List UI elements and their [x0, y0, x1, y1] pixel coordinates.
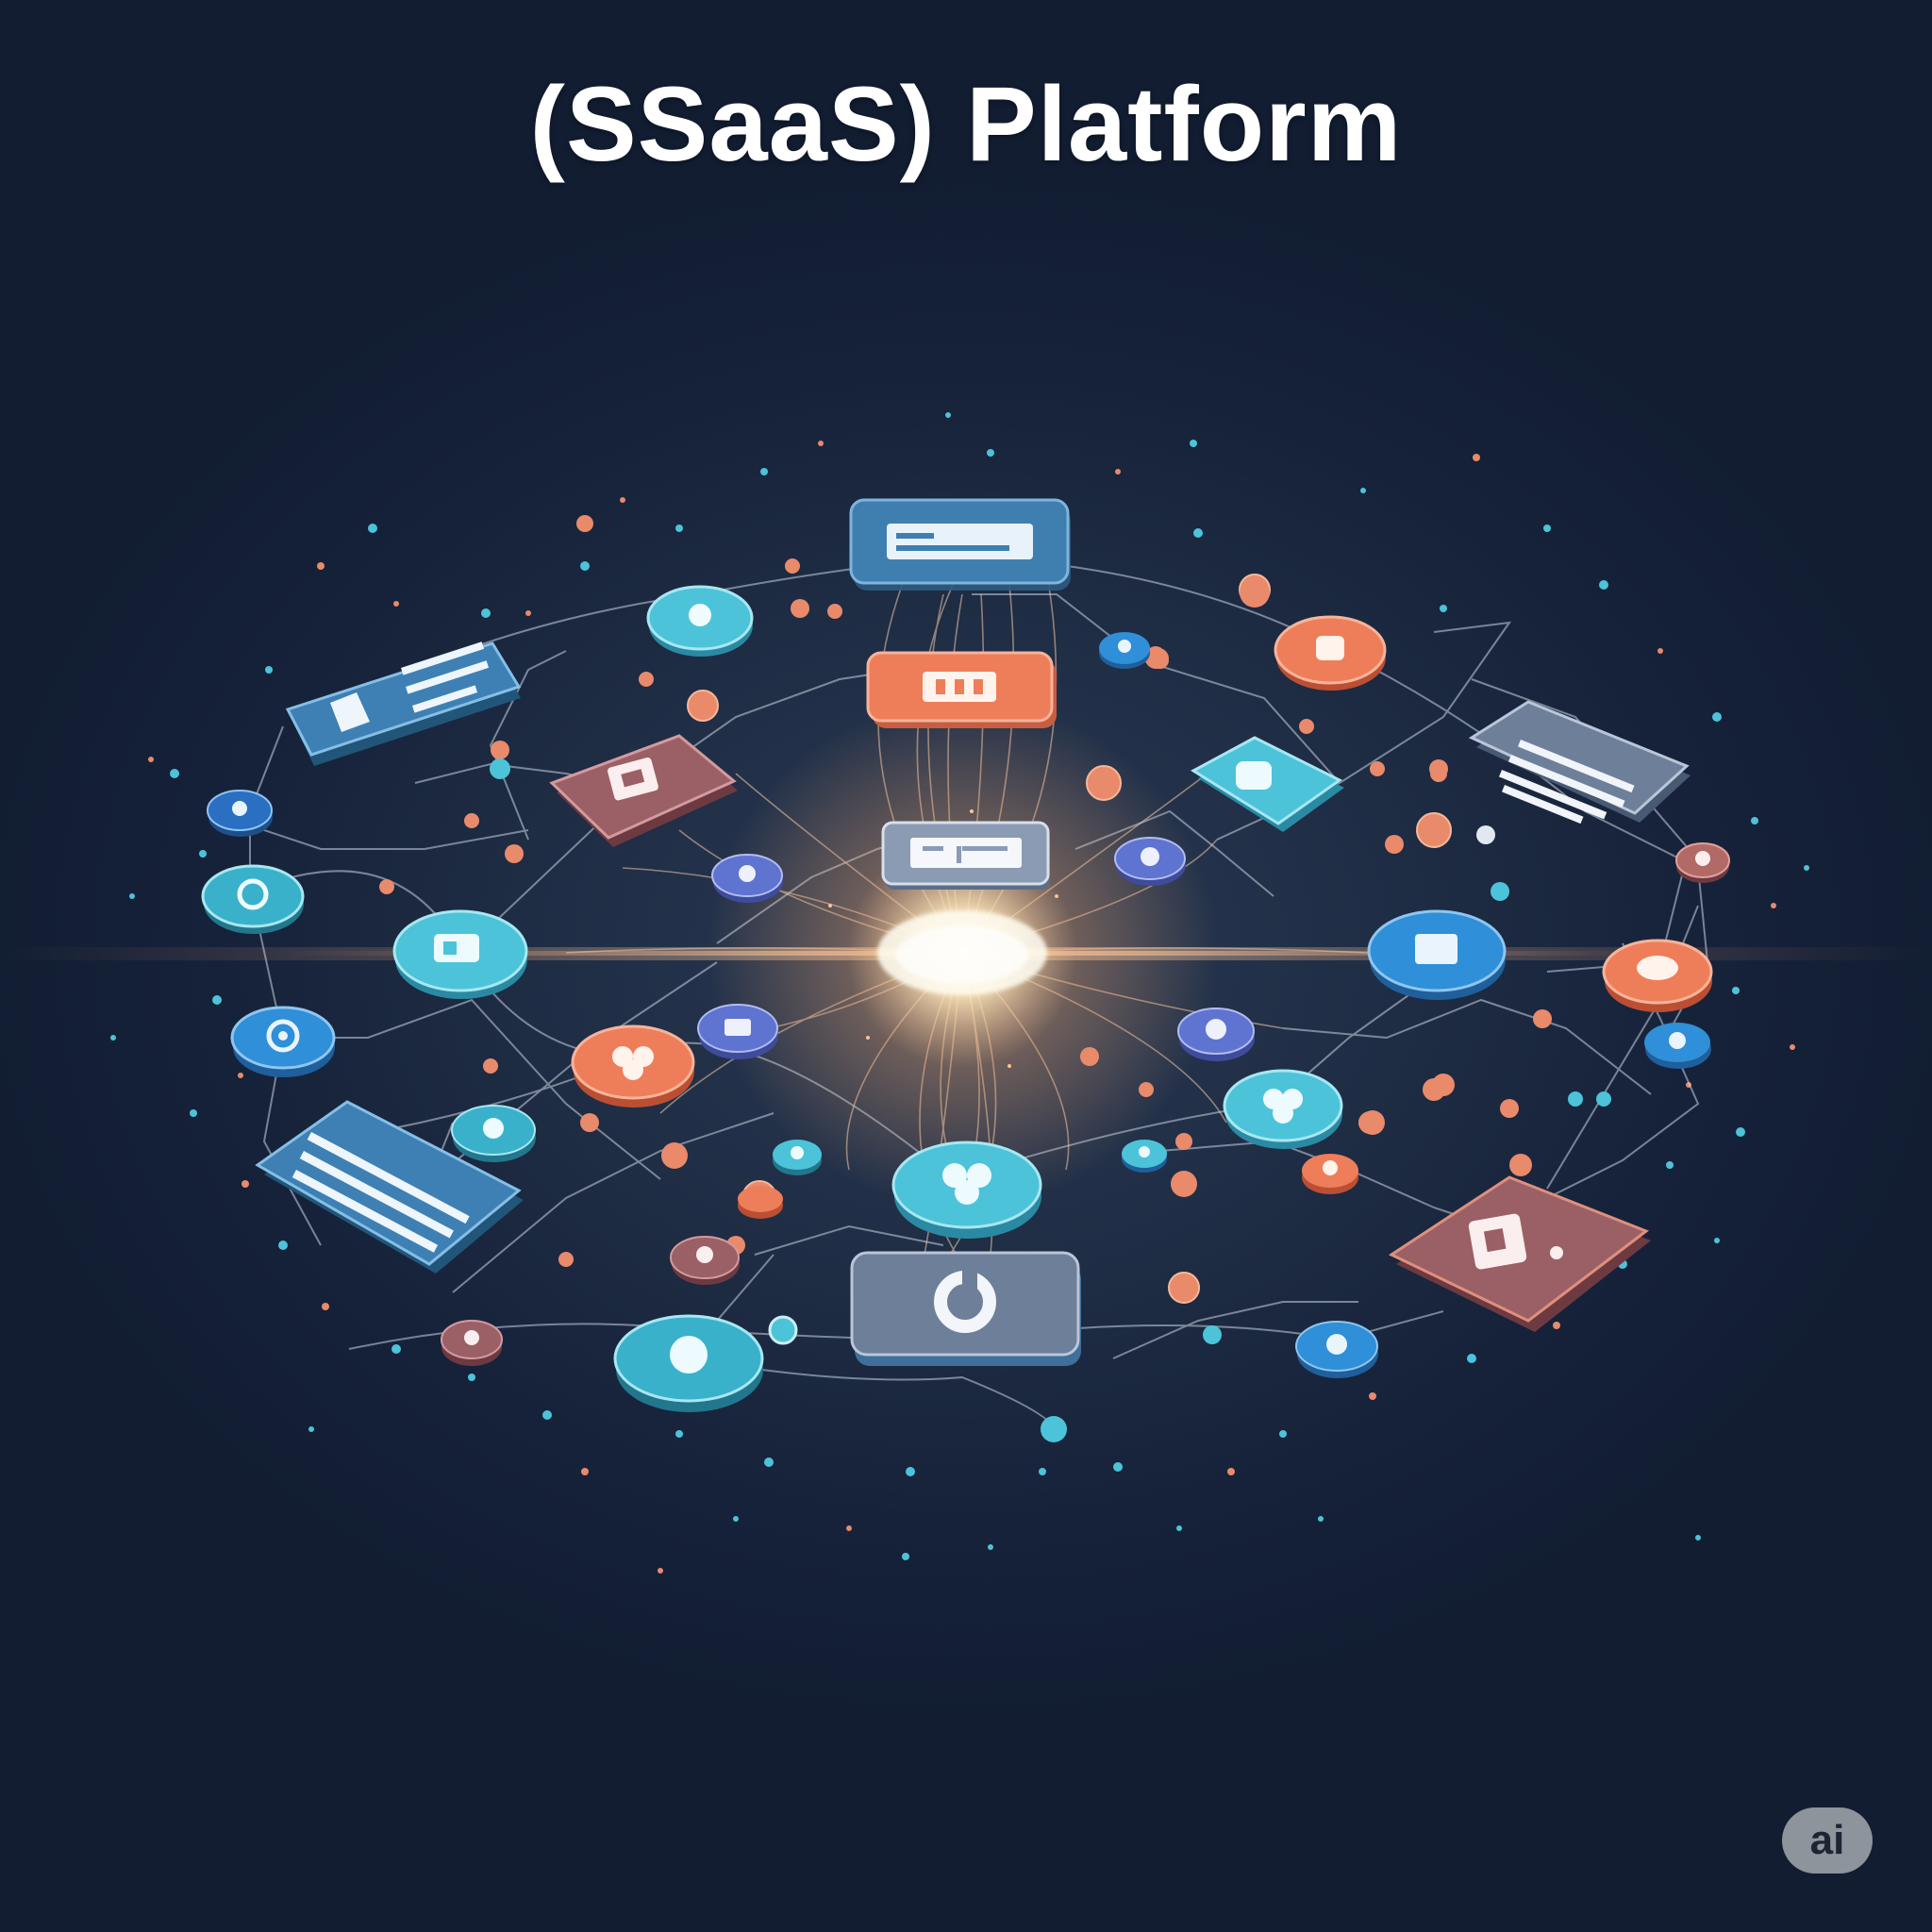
page-title: (SSaaS) Platform	[529, 65, 1403, 183]
lock-icon	[549, 734, 738, 847]
document-card-icon	[881, 821, 1050, 890]
chat-icon	[646, 585, 754, 657]
at-sign-icon	[201, 864, 305, 934]
flower-icon	[1223, 1069, 1343, 1149]
ai-badge: ai	[1782, 1807, 1873, 1874]
document-card-icon	[849, 498, 1071, 591]
at-sign-icon	[1177, 1008, 1255, 1061]
chat-icon	[1191, 736, 1344, 832]
gear-icon	[230, 1006, 336, 1077]
flower-icon	[891, 1141, 1042, 1239]
cloud-icon	[1602, 939, 1713, 1012]
list-icon	[255, 1100, 524, 1274]
image-icon	[1388, 1175, 1651, 1332]
image-icon	[285, 641, 522, 766]
cloud-icon	[1302, 1154, 1358, 1194]
chat-icon	[613, 1314, 764, 1412]
at-sign-icon	[451, 1105, 536, 1162]
cloud-icon	[738, 1186, 783, 1219]
flower-icon	[1367, 909, 1507, 1000]
at-sign-icon	[1099, 632, 1150, 669]
lock-icon	[670, 1236, 740, 1285]
image-icon	[697, 1004, 778, 1059]
list-icon	[866, 651, 1057, 728]
flower-icon	[1644, 1023, 1711, 1069]
cloud-icon	[207, 790, 273, 837]
gear-icon	[1675, 842, 1730, 883]
flower-icon	[1295, 1321, 1378, 1378]
flower-icon	[571, 1024, 695, 1108]
chat-icon	[1122, 1140, 1167, 1173]
gear-icon	[850, 1251, 1081, 1366]
lock-icon	[441, 1320, 503, 1366]
lock-icon	[711, 854, 783, 903]
chat-icon	[773, 1140, 822, 1175]
cloud-icon	[1274, 615, 1387, 691]
chat-icon	[392, 909, 528, 999]
gear-icon	[1114, 837, 1186, 886]
list-icon	[1468, 700, 1690, 824]
